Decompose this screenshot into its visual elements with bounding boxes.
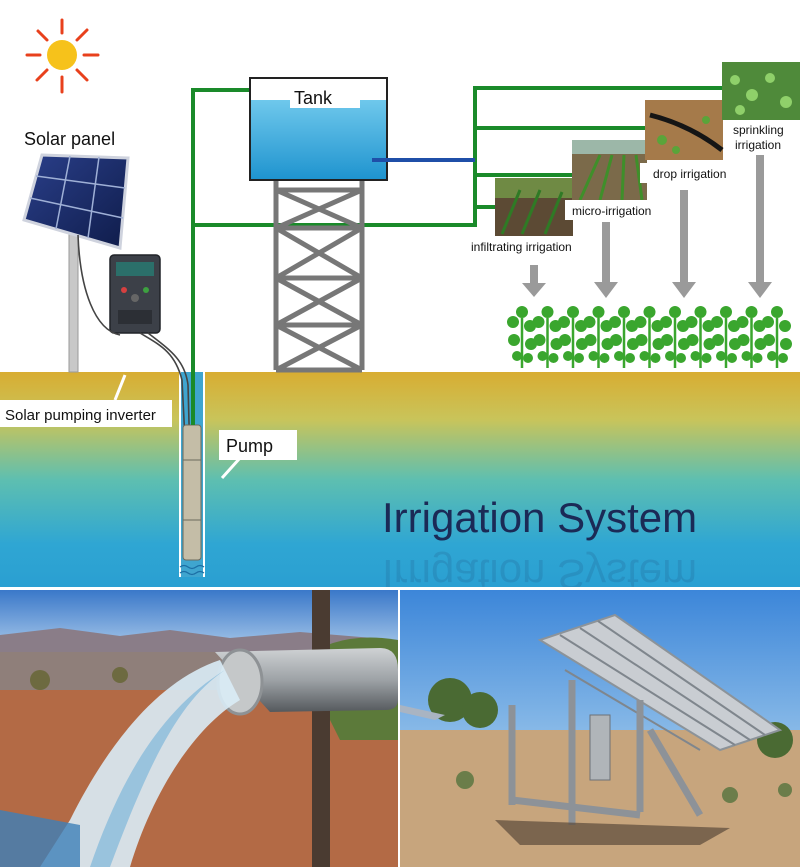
tank-tower [273, 180, 365, 373]
diagram-title-reflection: Irrigation System [382, 551, 697, 587]
micro-label: micro-irrigation [572, 204, 651, 218]
pump-icon [179, 424, 205, 576]
drop-thumbnail [645, 100, 724, 160]
inverter-icon [109, 254, 161, 334]
crop-plant [609, 306, 639, 368]
inverter-label: Solar pumping inverter [5, 407, 156, 424]
solar-panel-label: Solar panel [24, 129, 115, 149]
sprinkling-thumbnail [722, 62, 800, 120]
sprinkling-label-line2: irrigation [735, 138, 781, 152]
micro-thumbnail [572, 140, 647, 202]
flow-arrows [522, 155, 772, 298]
crop-row [507, 306, 792, 368]
solar-panel-pole [68, 229, 79, 373]
irrigation-diagram: Solar panel Solar pumping inverter [0, 18, 800, 587]
drop-label: drop irrigation [653, 167, 726, 181]
pump-label: Pump [226, 436, 273, 456]
crop-plant [762, 306, 792, 368]
infiltrating-label: infiltrating irrigation [471, 240, 572, 254]
tank-label: Tank [294, 88, 333, 108]
diagram-title: Irrigation System [382, 494, 697, 541]
supply-pipes [191, 86, 725, 425]
crop-plant [583, 306, 614, 368]
infiltrating-thumbnail [495, 178, 573, 236]
tank [249, 77, 388, 181]
solar-panel-icon [22, 153, 130, 250]
sprinkling-label-line1: sprinkling [733, 123, 784, 137]
crop-plant [558, 306, 588, 368]
solar-array-photo [400, 590, 800, 867]
crop-plant [685, 306, 716, 368]
sun-icon [25, 18, 100, 94]
crop-plant [634, 306, 665, 368]
water-outflow-photo [0, 590, 398, 867]
